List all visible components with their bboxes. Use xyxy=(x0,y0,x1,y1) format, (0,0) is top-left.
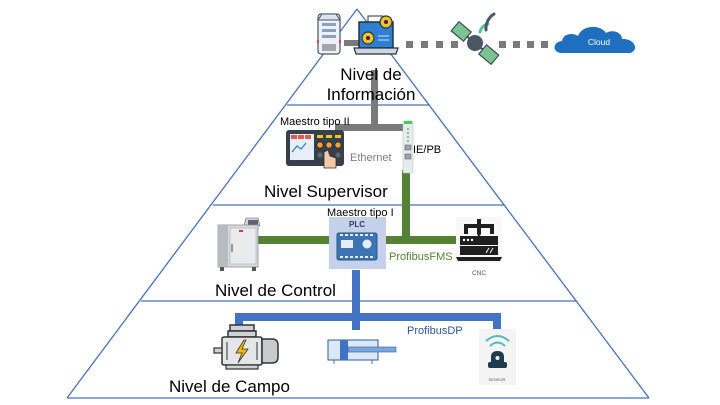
cloud-icon: Cloud xyxy=(554,26,636,53)
ethernet-label: Ethernet xyxy=(350,152,392,164)
server-link xyxy=(344,40,360,46)
plc-label: Maestro tipo I xyxy=(327,207,394,219)
wireless-link-dash xyxy=(527,41,534,48)
wireless-link xyxy=(406,41,548,48)
sensor-label: SENSOR xyxy=(489,377,506,382)
electric-motor-icon xyxy=(213,324,279,370)
profibus-fms-label: ProfibusFMS xyxy=(389,251,453,263)
pyramid-left-edge xyxy=(66,8,358,399)
ethernet-network xyxy=(335,40,407,131)
pyramid-right-edge xyxy=(356,8,650,399)
level-label-control: Nivel de Control xyxy=(215,281,336,300)
dp-drop-sensor xyxy=(493,313,501,333)
hmi-panel-icon xyxy=(286,130,344,169)
fms-bus-right xyxy=(386,236,456,244)
dp-bus xyxy=(235,313,501,321)
profibus-fms-network xyxy=(255,170,456,244)
cnc-label: CNC xyxy=(472,270,486,277)
din-rail-gateway-icon xyxy=(402,120,414,174)
wireless-link-dash xyxy=(436,41,443,48)
server-icon xyxy=(317,13,341,55)
wireless-link-dash xyxy=(513,41,520,48)
level-label-supervisor: Nivel Supervisor xyxy=(264,182,388,201)
cnc-machine-icon xyxy=(456,217,502,263)
dp-drop-motor xyxy=(235,313,243,327)
pneumatic-cylinder-icon xyxy=(327,339,397,364)
cloud-label: Cloud xyxy=(588,37,610,47)
profibus-dp-network xyxy=(235,270,501,333)
satellite-icon xyxy=(450,20,500,66)
gateway-label: IE/PB xyxy=(413,144,441,156)
level-label-informacion-line1: Nivel de xyxy=(340,65,401,84)
satellite-signal-icon xyxy=(478,12,496,34)
fms-bus-left xyxy=(255,236,329,244)
wireless-link-dash xyxy=(451,41,458,48)
level-label-campo: Nivel de Campo xyxy=(169,377,290,396)
dp-trunk xyxy=(352,270,360,330)
ethernet-bus xyxy=(335,124,407,131)
wireless-link-dash xyxy=(421,41,428,48)
ethernet-trunk xyxy=(371,70,378,130)
fms-vertical xyxy=(402,170,410,242)
hmi-label: Maestro tipo II xyxy=(280,116,350,128)
wireless-link-dash xyxy=(541,41,548,48)
level-label-informacion-line2: Información xyxy=(327,85,416,104)
laptop-gears-icon xyxy=(353,15,399,55)
profibus-dp-label: ProfibusDP xyxy=(407,325,463,337)
wireless-link-dash xyxy=(499,41,506,48)
industrial-cabinet-icon xyxy=(217,217,261,271)
plc-inner-label: PLC xyxy=(349,220,365,229)
wireless-sensor-icon xyxy=(479,329,516,385)
wireless-link-dash xyxy=(406,41,413,48)
plc-icon: PLC xyxy=(329,217,386,269)
